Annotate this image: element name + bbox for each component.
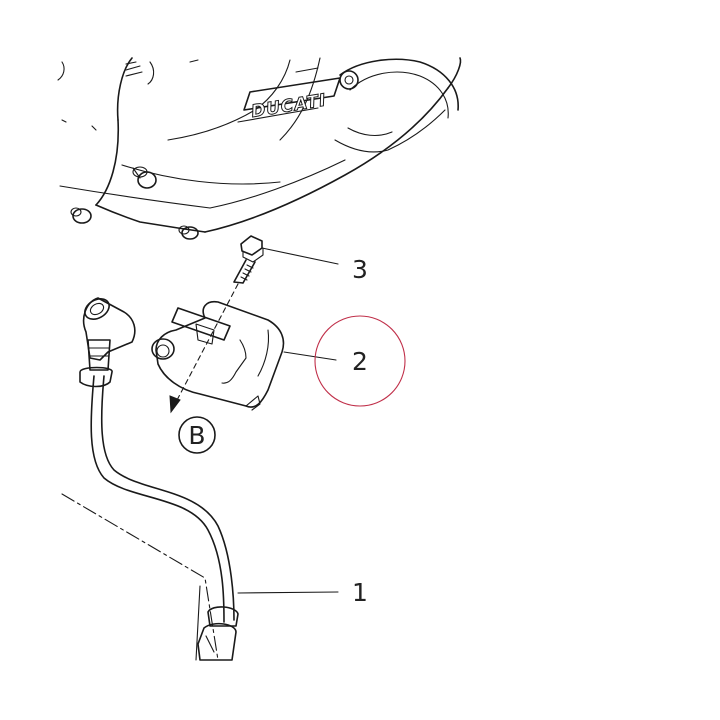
callout-1: 1 — [352, 578, 368, 607]
view-marker-b: B — [178, 416, 216, 454]
case-edge-line — [195, 585, 201, 661]
cable-assembly — [79, 297, 239, 661]
callout-3: 3 — [352, 255, 368, 284]
brand-logo-text: DUCATI — [250, 90, 328, 122]
view-marker-label: B — [188, 421, 205, 450]
flange-bolt — [233, 235, 264, 284]
case-bolt — [132, 166, 157, 189]
leader-line-3 — [261, 247, 339, 265]
case-bolt — [70, 207, 92, 224]
leader-line-1 — [237, 591, 339, 594]
assembly-axis-line — [175, 283, 239, 403]
callout-2: 2 — [352, 347, 368, 376]
direction-arrow-head — [169, 395, 181, 414]
leader-line-2 — [283, 351, 337, 361]
case-stud — [125, 61, 155, 85]
sensor-module — [151, 300, 285, 411]
reference-centerline — [61, 493, 219, 661]
engine-case: DUCATI — [57, 57, 462, 240]
case-bolt — [178, 225, 199, 240]
highlight-circle — [314, 315, 406, 407]
